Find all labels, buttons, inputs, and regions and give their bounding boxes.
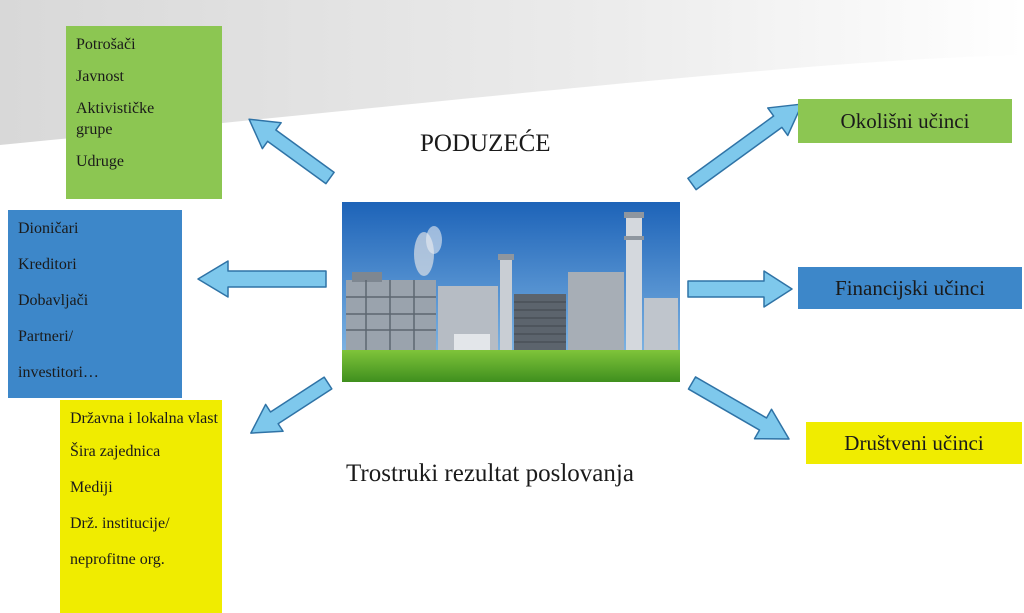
power-plant-photo: [342, 202, 680, 382]
stakeholder-item: Dioničari: [18, 220, 79, 237]
stakeholder-item: investitori…: [18, 364, 99, 381]
stakeholder-item: neprofitne org.: [70, 551, 165, 568]
stakeholder-item: Šira zajednica: [70, 443, 161, 460]
stakeholder-item: Udruge: [76, 153, 124, 170]
stakeholder-item: Potrošači: [76, 36, 136, 53]
stakeholder-item: Dobavljači: [18, 292, 89, 309]
stakeholder-item: Aktivističke grupe: [76, 100, 155, 138]
stakeholder-box-green: Potrošači Javnost Aktivističke grupe Udr…: [66, 26, 222, 199]
stakeholder-item: Partneri/: [18, 328, 74, 345]
stakeholder-item: Mediji: [70, 479, 113, 496]
stakeholder-item: Javnost: [76, 68, 124, 85]
stakeholder-item: Kreditori: [18, 256, 77, 273]
stakeholder-item: Drž. institucije/: [70, 515, 170, 532]
stakeholder-box-blue: Dioničari Kreditori Dobavljači Partneri/…: [8, 210, 182, 398]
stakeholder-box-yellow: Državna i lokalna vlast Šira zajednica M…: [60, 400, 222, 613]
triple-bottom-line-caption: Trostruki rezultat poslovanja: [346, 460, 634, 487]
outcome-box-environmental: Okolišni učinci: [798, 99, 1012, 143]
outcome-box-financial: Financijski učinci: [798, 267, 1022, 309]
company-title: PODUZEĆE: [420, 130, 551, 157]
stakeholder-item: Državna i lokalna vlast: [70, 410, 218, 427]
outcome-box-social: Društveni učinci: [806, 422, 1022, 464]
